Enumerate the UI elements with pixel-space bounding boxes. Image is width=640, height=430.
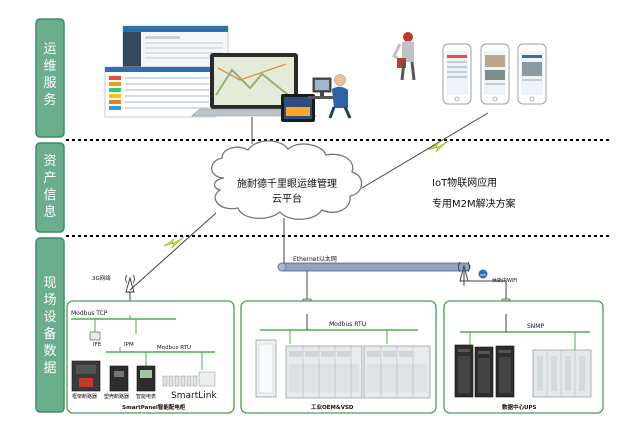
control-cabinet-icon — [255, 339, 277, 398]
panel-smartpanel: Modbus TCP IFE IPM Modbus RTU 框架断路器 塑壳断路… — [66, 300, 235, 414]
ups-cabinet-icon — [532, 349, 592, 398]
wifi-label: 休斯内WiFi — [492, 277, 517, 284]
panel-title: 数据中心UPS — [502, 403, 536, 411]
layer-label-char: 运 — [43, 42, 56, 57]
layer-box-field-data: 现 场 设 备 数 据 — [35, 237, 65, 413]
layer-box-ops-service: 运 维 服 务 — [35, 18, 65, 138]
modbus-tcp-label: Modbus TCP — [71, 310, 108, 317]
wireless-lightning-icon — [163, 236, 185, 249]
layer-label-char: 现 — [43, 276, 56, 291]
cloud-platform: 施耐德千里眼运维管理 云平台 — [211, 140, 363, 220]
device-label: 智能电表 — [136, 393, 156, 400]
smart-meter-icon — [136, 365, 156, 392]
vsd-cabinet-bank-icon — [285, 345, 363, 399]
iot-title: IoT物联网应用 — [432, 176, 497, 189]
server-rack-icon — [454, 344, 474, 398]
layer-label-char: 据 — [43, 361, 56, 376]
ethernet-bus: Ethernet以太网 — [277, 255, 471, 272]
layer-label-char: 产 — [43, 171, 56, 186]
panel-title: SmartPanel智能配电柜 — [122, 403, 186, 411]
panel-oem-vsd: Modbus RTU — [240, 300, 437, 414]
phone-app-1-image — [442, 43, 472, 105]
3g-label: 3G网络 — [92, 274, 111, 282]
ife-label: IFE — [93, 342, 102, 348]
iot-subtitle: 专用M2M解决方案 — [432, 197, 516, 210]
wireless-lightning-icon — [427, 140, 449, 153]
phone-app-2-image — [480, 43, 510, 105]
layer-label-char: 息 — [43, 204, 56, 220]
bus-label: Modbus RTU — [329, 321, 366, 328]
layer-label-char: 设 — [43, 310, 56, 325]
tablet-image — [281, 94, 315, 122]
server-rack-icon — [474, 346, 494, 398]
server-rack-icon — [495, 345, 515, 398]
cloud-to-3g-line — [129, 212, 217, 291]
layer-label-char: 数 — [43, 344, 56, 359]
vsd-cabinet-bank-icon — [363, 345, 431, 399]
wifi-badge-label: WiFi — [480, 273, 486, 277]
ipm-label: IPM — [124, 342, 134, 348]
layer-label-char: 场 — [43, 293, 56, 308]
bus-label: SNMP — [527, 323, 544, 330]
layer-label-char: 服 — [43, 76, 56, 91]
wifi-badge-icon: WiFi — [478, 269, 488, 279]
antenna-3g-icon: 3G网络 — [92, 274, 135, 293]
device-label: 框架断路器 — [72, 393, 97, 400]
smartlink-modules-icon — [162, 371, 216, 387]
field-technician-image — [391, 32, 416, 81]
phone-app-3-image — [517, 43, 547, 105]
layer-box-asset-info: 资 产 信 息 — [35, 142, 65, 233]
layer-label-char: 务 — [43, 92, 56, 108]
ethernet-label: Ethernet以太网 — [293, 255, 337, 263]
panel-title: 工业OEM&VSD — [311, 403, 354, 411]
panel-datacenter-ups: SNMP 数据中心UPS — [443, 300, 604, 414]
layer-label-char: 信 — [43, 188, 56, 203]
smartlink-label: SmartLink — [171, 391, 217, 401]
dashboard-screenshot-front — [104, 66, 216, 118]
layer-label-char: 维 — [43, 59, 56, 74]
cloud-to-mobile-line — [361, 112, 489, 189]
cloud-subtitle: 云平台 — [272, 192, 302, 205]
layer-label-char: 备 — [43, 326, 56, 342]
desktop-user-image — [308, 74, 352, 119]
layer-label-char: 资 — [43, 154, 56, 169]
ife-module-icon — [89, 331, 101, 341]
modbus-rtu-label: Modbus RTU — [157, 345, 191, 351]
device-label: 塑壳断路器 — [104, 393, 129, 400]
cloud-title: 施耐德千里眼运维管理 — [237, 177, 337, 190]
frame-breaker-icon — [71, 360, 101, 392]
mccb-breaker-icon — [109, 365, 129, 392]
